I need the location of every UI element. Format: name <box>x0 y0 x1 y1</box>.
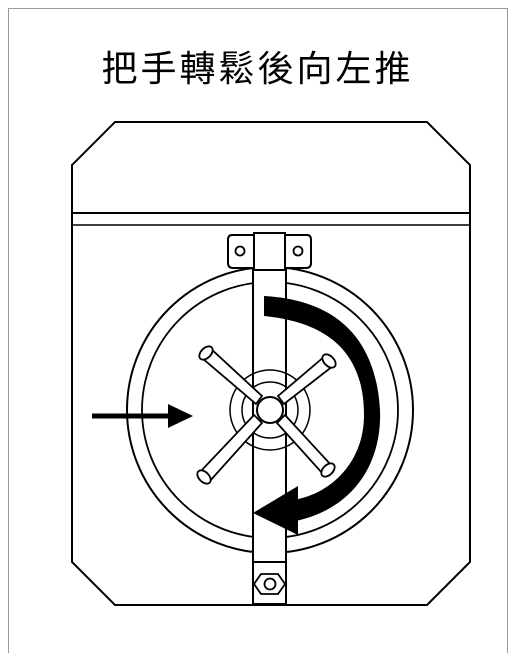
instruction-title: 把手轉鬆後向左推 <box>101 49 414 90</box>
hinge-bolt-right <box>292 245 304 257</box>
rotate-arrow-icon <box>253 296 381 535</box>
handle-spokes <box>196 345 337 485</box>
hub-outer <box>229 369 311 451</box>
arrow-right-icon <box>92 404 193 428</box>
hex-nut <box>252 561 287 605</box>
hub-middle <box>241 381 299 439</box>
central-knob <box>256 396 284 424</box>
diagram-frame <box>8 8 508 653</box>
hinge-block <box>253 232 286 271</box>
hinge-bolt-left <box>234 245 246 257</box>
